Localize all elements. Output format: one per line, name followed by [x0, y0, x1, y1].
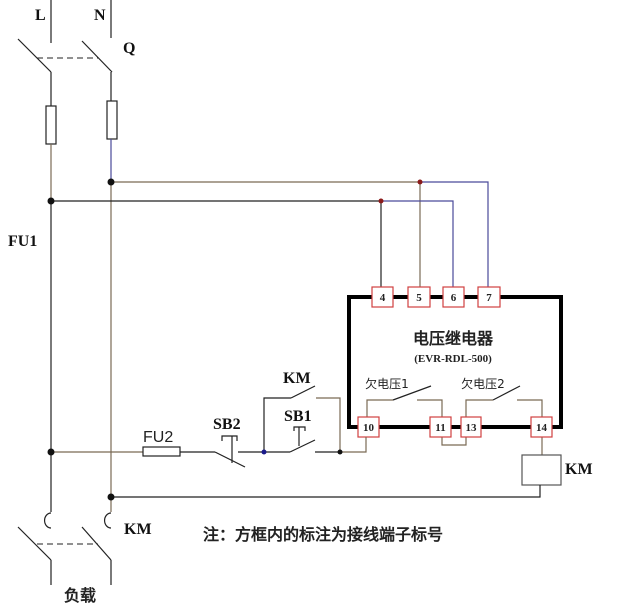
label-KM-main: KM: [124, 521, 152, 538]
label-SB2: SB2: [213, 416, 241, 433]
junction-dot: [47, 197, 55, 205]
label-SB1: SB1: [284, 408, 312, 425]
terminal-11: 11: [429, 416, 452, 438]
terminal-10: 10: [357, 416, 380, 438]
terminal-6: 6: [442, 286, 465, 308]
label-load: 负载: [64, 586, 96, 605]
relay-title: 电压继电器: [413, 329, 494, 348]
svg-text:10: 10: [363, 422, 375, 434]
svg-text:6: 6: [451, 292, 457, 304]
contact-label-2: 欠电压2: [461, 376, 505, 391]
terminal-4: 4: [371, 286, 394, 308]
terminal-14: 14: [530, 416, 553, 438]
fuse-FU1-L: [45, 105, 57, 145]
note: 注：方框内的标注为接线端子标号: [203, 525, 443, 544]
coil-return-wire: [111, 485, 541, 498]
junction-dot: [107, 178, 115, 186]
line-L: [17, 0, 57, 585]
label-KM-coil: KM: [565, 461, 593, 478]
svg-text:5: 5: [416, 292, 422, 304]
label-N: N: [94, 7, 106, 24]
junction-dot: [378, 198, 384, 204]
terminal-5: 5: [407, 286, 431, 308]
label-FU1: FU1: [8, 233, 37, 250]
terminal-13: 13: [460, 416, 482, 438]
contact-label-1: 欠电压1: [365, 376, 409, 391]
svg-text:13: 13: [466, 422, 478, 434]
line-N: [81, 0, 118, 585]
svg-text:4: 4: [380, 292, 386, 304]
undervoltage-contacts: [366, 385, 543, 455]
label-Q: Q: [123, 40, 135, 57]
relay-model: (EVR-RDL-500): [414, 353, 492, 365]
sb1-blade: [289, 439, 316, 453]
relay-supply-wires: [51, 181, 489, 288]
control-circuit: [51, 385, 367, 468]
fuse-FU1-N: [106, 100, 118, 140]
terminal-7: 7: [477, 286, 501, 308]
junction-dot: [47, 448, 55, 456]
junction-dot: [337, 449, 343, 455]
junction-dot: [261, 449, 267, 455]
label-KM-hold: KM: [283, 370, 311, 387]
fuse-FU2: [142, 446, 181, 457]
km-coil: [521, 454, 562, 486]
junction-dot: [417, 179, 423, 185]
label-L: L: [35, 7, 46, 24]
svg-text:7: 7: [486, 292, 492, 304]
km-hold-blade: [290, 385, 316, 399]
svg-text:14: 14: [536, 422, 548, 434]
label-FU2: FU2: [143, 429, 173, 446]
junction-dot: [107, 493, 115, 501]
svg-text:11: 11: [435, 422, 445, 434]
sb2-blade: [214, 451, 246, 468]
